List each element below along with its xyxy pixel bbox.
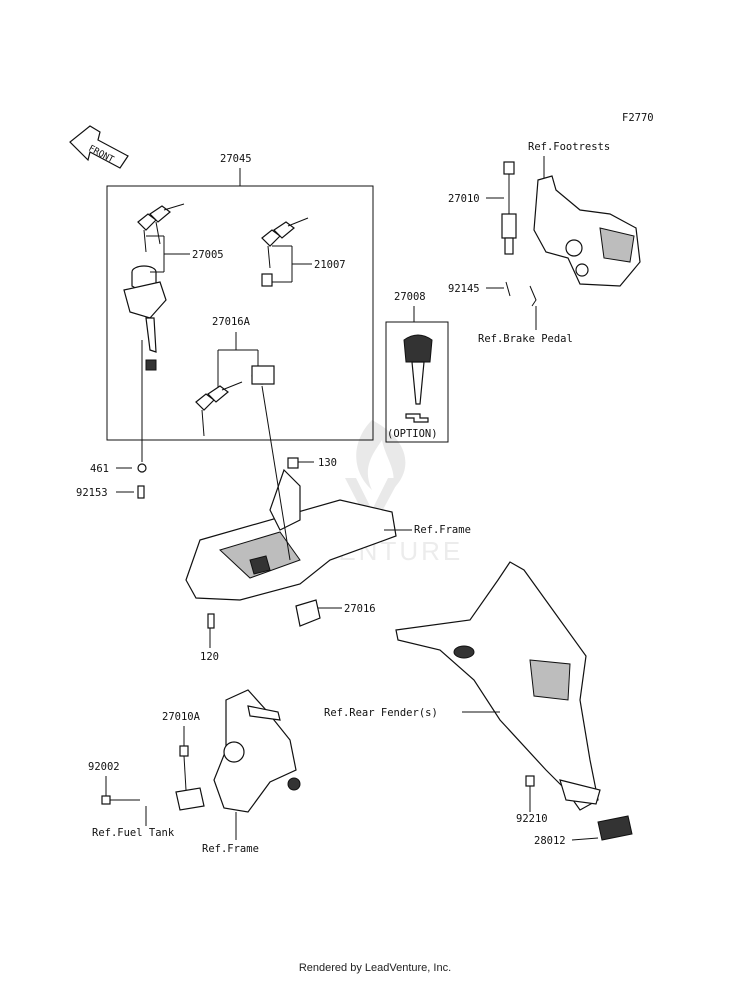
- rear-fender: [395, 561, 601, 811]
- bolt-92002: [101, 795, 111, 805]
- callout-ref-frame-lower: Ref.Frame: [202, 843, 259, 855]
- seat-lock-keys-27016a: [195, 365, 275, 437]
- brake-switch-27010a: [175, 745, 205, 811]
- callout-27016a: 27016A: [212, 316, 251, 328]
- bolt-92210: [525, 775, 535, 787]
- callout-ref-frame-upper: Ref.Frame: [414, 524, 471, 536]
- callout-28012: 28012: [534, 835, 566, 847]
- callout-27045: 27045: [220, 153, 252, 165]
- spare-keys-21007: [261, 217, 309, 287]
- option-key-box: [385, 321, 449, 443]
- reflector-28012: [597, 815, 633, 841]
- callout-461: 461: [90, 463, 109, 475]
- kit-box-27045: [106, 185, 374, 441]
- option-label: (OPTION): [387, 428, 438, 440]
- callout-27016: 27016: [344, 603, 376, 615]
- washer-461: [137, 463, 147, 473]
- callout-92153: 92153: [76, 487, 108, 499]
- ignition-switch-keys: [123, 203, 185, 371]
- callout-21007: 21007: [314, 259, 346, 271]
- callout-ref-brake-pedal: Ref.Brake Pedal: [478, 333, 573, 345]
- front-footrest-bracket: [213, 689, 301, 813]
- bolt-92153: [137, 485, 145, 499]
- callout-92002: 92002: [88, 761, 120, 773]
- callout-120: 120: [200, 651, 219, 663]
- callout-130: 130: [318, 457, 337, 469]
- option-key-27008: [403, 334, 433, 423]
- front-arrow-icon: FRONT: [69, 125, 129, 169]
- callout-27010: 27010: [448, 193, 480, 205]
- callout-27005: 27005: [192, 249, 224, 261]
- footer-credit: Rendered by LeadVenture, Inc.: [298, 962, 452, 974]
- callout-92145: 92145: [448, 283, 480, 295]
- brake-light-switch-27010: [501, 161, 517, 255]
- callout-92210: 92210: [516, 813, 548, 825]
- spring-92145: [505, 281, 511, 297]
- diagram-code: F2770: [622, 112, 654, 124]
- frame-assembly: [185, 457, 397, 629]
- footrest-bracket: [533, 175, 641, 287]
- callout-ref-rear-fender: Ref.Rear Fender(s): [324, 707, 438, 719]
- callout-27008: 27008: [394, 291, 426, 303]
- callout-ref-footrests: Ref.Footrests: [528, 141, 610, 153]
- callout-ref-fuel-tank: Ref.Fuel Tank: [92, 827, 175, 839]
- callout-27010a: 27010A: [162, 711, 201, 723]
